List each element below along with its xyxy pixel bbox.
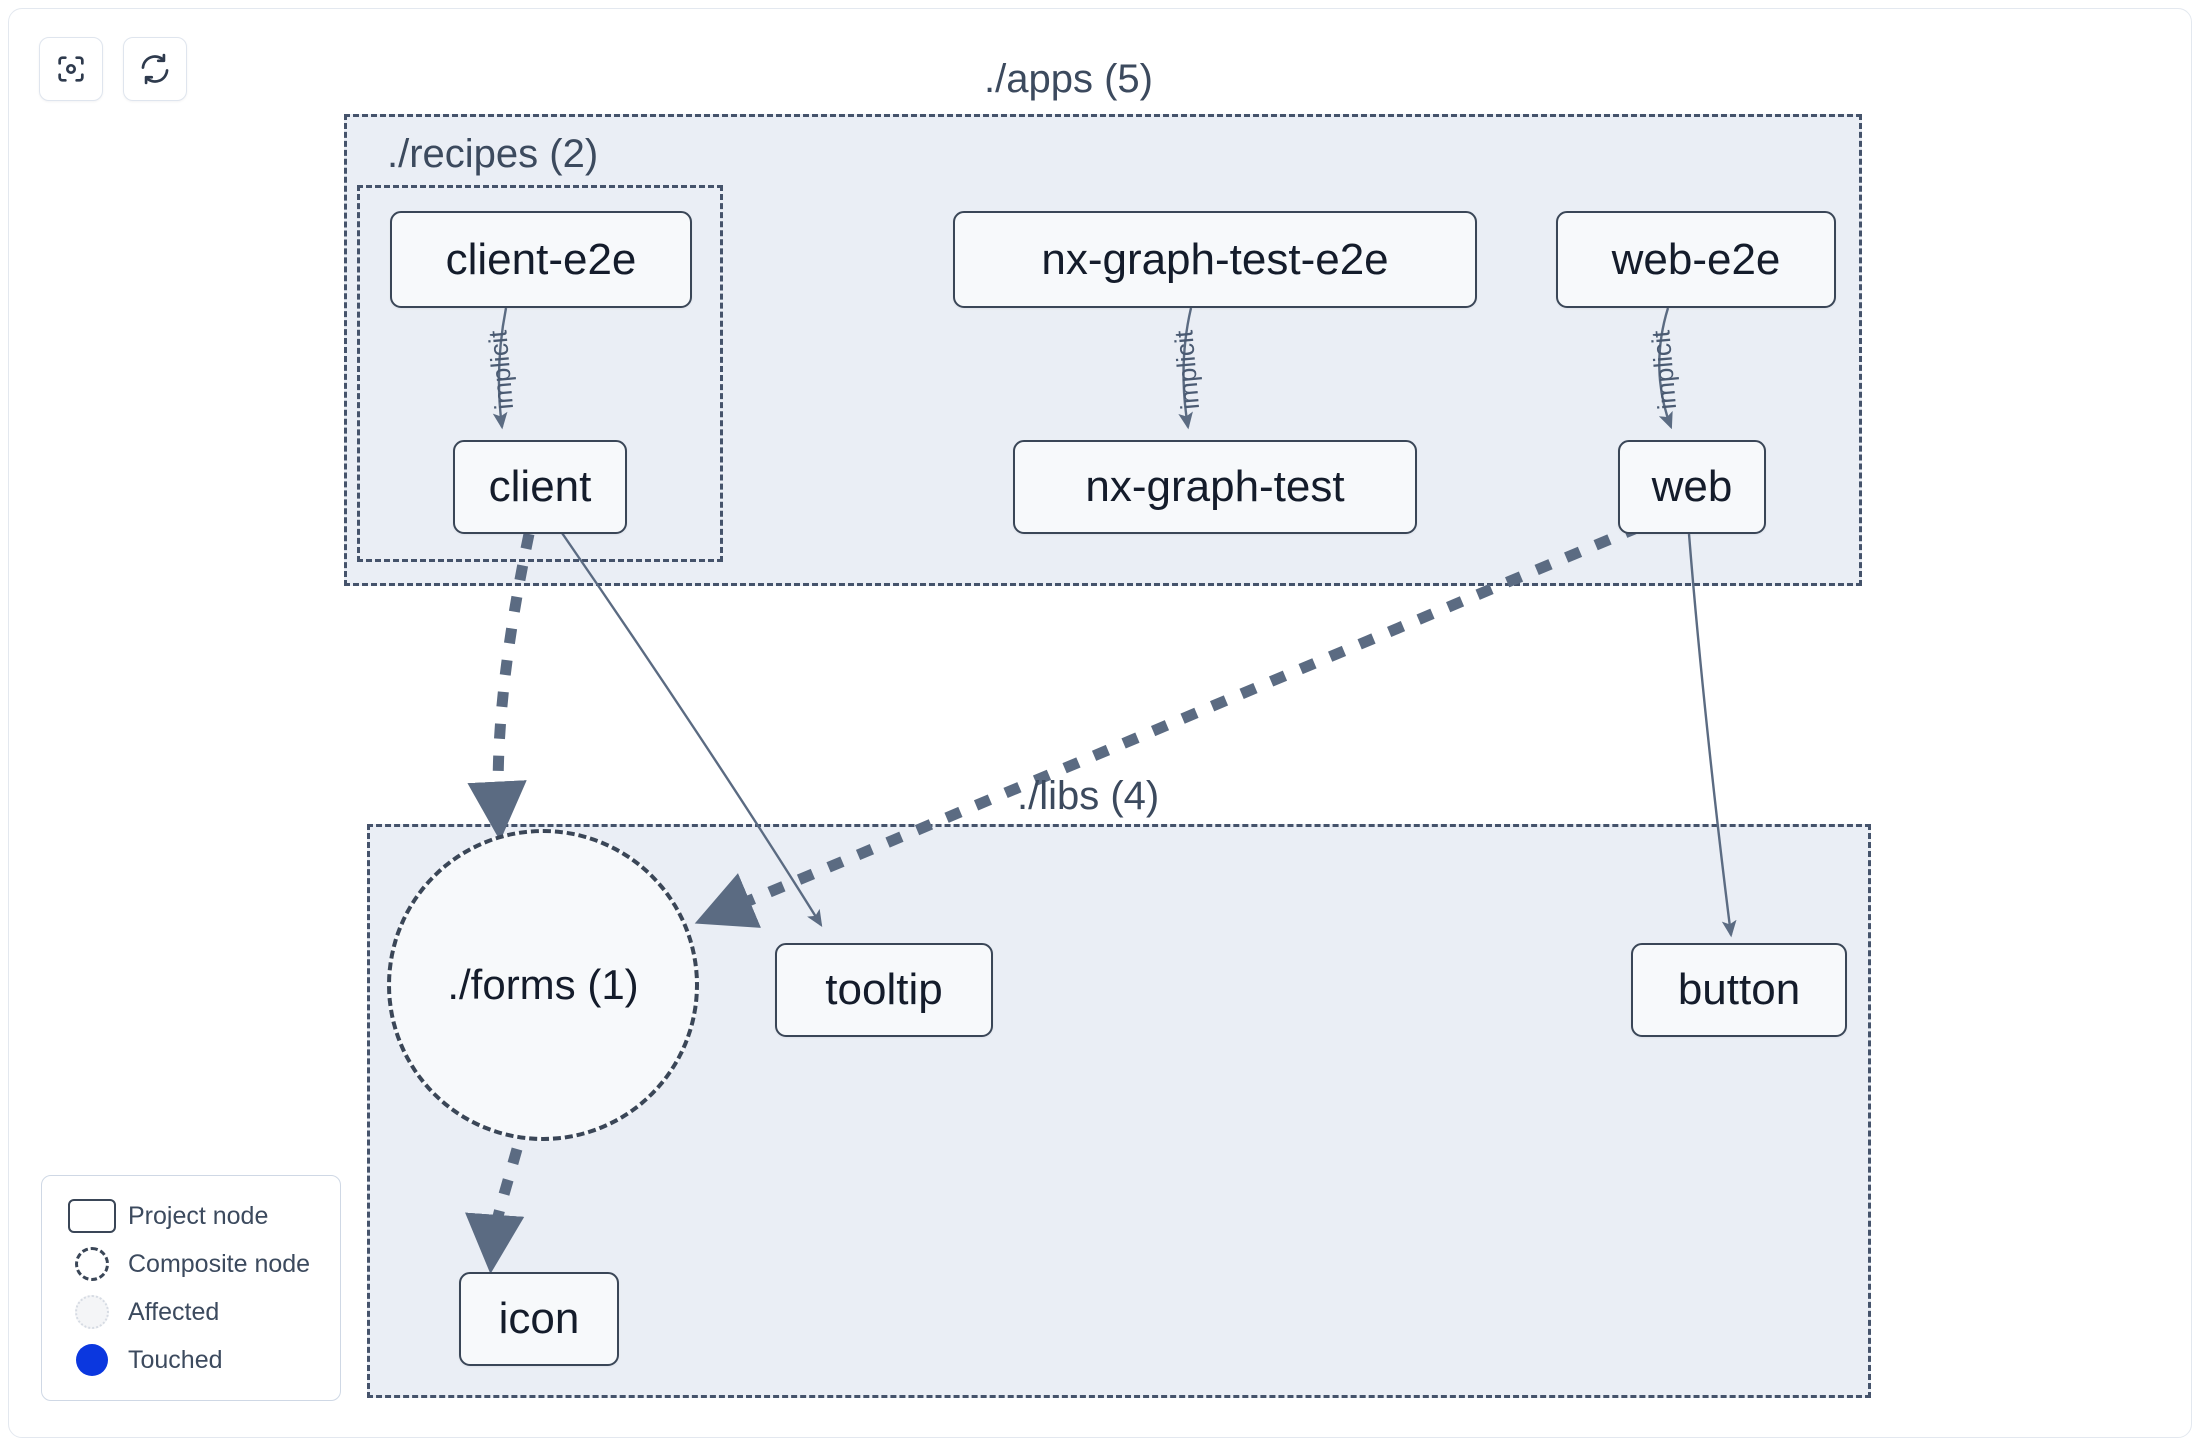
group-libs-title: ./libs (4) [1017,774,1160,818]
node-icon[interactable]: icon [459,1272,619,1366]
legend-label: Touched [128,1345,223,1374]
touched-symbol-icon [64,1344,120,1376]
edge-client-to-tooltip [561,532,823,927]
node-label: nx-graph-test-e2e [1041,234,1389,284]
project-node-symbol-icon [64,1199,120,1233]
composite-node-symbol-icon [64,1247,120,1281]
node-client-e2e[interactable]: client-e2e [390,211,692,308]
edge-forms-to-icon [465,1147,525,1274]
edge-web-e2e-to-web [1658,307,1673,430]
edge-web-to-forms [694,521,1642,928]
affected-symbol-icon [64,1295,120,1329]
node-nx-graph-test-e2e[interactable]: nx-graph-test-e2e [953,211,1477,308]
node-web-e2e[interactable]: web-e2e [1556,211,1836,308]
edge-client-e2e-to-client [492,307,508,430]
legend-item-project-node: Project node [64,1192,320,1240]
legend-item-composite-node: Composite node [64,1240,320,1288]
legend-item-touched: Touched [64,1336,320,1384]
node-client[interactable]: client [453,440,627,534]
edge-web-to-button [1687,533,1737,938]
edge-label-implicit-client: implicit [482,329,520,411]
node-nx-graph-test[interactable]: nx-graph-test [1013,440,1417,534]
refresh-graph-button[interactable] [123,37,187,101]
graph-app-root: ./apps (5) ./recipes (2) ./libs (4) [8,8,2192,1438]
focus-target-icon [54,52,88,86]
focus-graph-button[interactable] [39,37,103,101]
legend-item-affected: Affected [64,1288,320,1336]
node-label: client [488,462,592,511]
node-label: icon [498,1294,580,1343]
group-recipes-title: ./recipes (2) [387,132,599,176]
node-label: web [1651,462,1733,511]
node-label: ./forms (1) [447,961,639,1008]
node-web[interactable]: web [1618,440,1766,534]
node-label: client-e2e [445,234,637,284]
node-forms-composite[interactable]: ./forms (1) [387,829,699,1141]
group-apps-title: ./apps (5) [984,57,1153,101]
legend-label: Composite node [128,1249,311,1278]
graph-legend: Project node Composite node Affected Tou… [41,1175,341,1401]
edge-label-implicit-nx-graph-test: implicit [1168,329,1206,411]
node-tooltip[interactable]: tooltip [775,943,993,1037]
graph-toolbar [39,37,187,101]
node-label: nx-graph-test [1085,462,1345,511]
node-label: web-e2e [1611,234,1781,284]
legend-label: Affected [128,1297,220,1326]
refresh-icon [138,52,172,86]
node-label: tooltip [825,965,943,1014]
node-button[interactable]: button [1631,943,1847,1037]
legend-label: Project node [128,1201,269,1230]
edge-client-to-forms [467,532,535,841]
graph-edges-layer [465,307,1737,1274]
graph-canvas[interactable]: ./apps (5) ./recipes (2) ./libs (4) [9,9,2193,1439]
node-label: button [1677,965,1801,1014]
edge-label-implicit-web: implicit [1645,329,1683,411]
edge-nx-graph-test-e2e-to-nx-graph-test [1178,307,1193,430]
